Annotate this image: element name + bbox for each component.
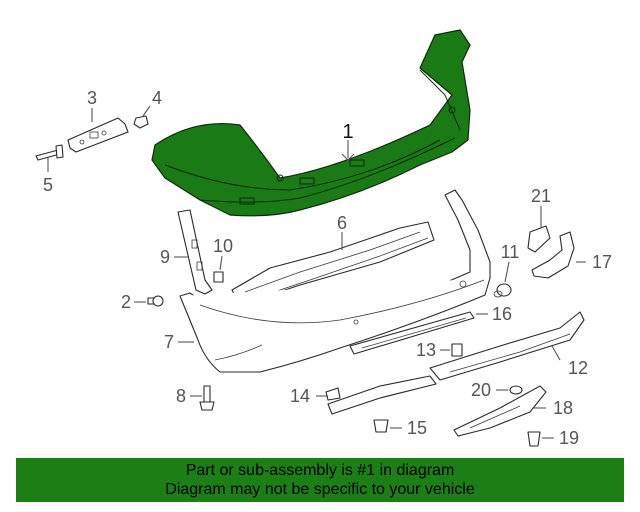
part-9-side-bracket[interactable] — [177, 209, 213, 295]
callout-5[interactable]: 5 — [43, 175, 53, 195]
part-16-trim-strip[interactable] — [349, 311, 475, 355]
callout-16[interactable]: 16 — [492, 304, 512, 324]
callout-7[interactable]: 7 — [164, 332, 174, 352]
part-4-clip[interactable] — [133, 115, 149, 129]
part-20-clip[interactable] — [509, 385, 523, 395]
callout-9[interactable]: 9 — [160, 247, 170, 267]
part-13-clip[interactable] — [451, 343, 463, 357]
callout-4[interactable]: 4 — [152, 88, 162, 108]
leader-lines — [47, 105, 586, 439]
part-1-highlighted[interactable] — [151, 29, 471, 217]
callout-18[interactable]: 18 — [553, 398, 573, 418]
callout-17[interactable]: 17 — [592, 252, 612, 272]
info-banner: Part or sub-assembly is #1 in diagram Di… — [16, 458, 624, 502]
part-18-lower-trim[interactable] — [453, 385, 547, 437]
callout-3[interactable]: 3 — [87, 88, 97, 108]
part-11-sensor[interactable] — [493, 283, 512, 298]
callout-8[interactable]: 8 — [176, 386, 186, 406]
part-14-valance-left[interactable] — [325, 375, 437, 415]
banner-line-2: Diagram may not be specific to your vehi… — [165, 481, 475, 498]
parts-diagram: 1 2 3 4 5 6 7 8 9 10 11 12 13 14 15 16 1… — [35, 29, 612, 448]
part-15-bolt[interactable] — [373, 419, 389, 433]
part-19-bolt[interactable] — [527, 431, 541, 447]
callout-15[interactable]: 15 — [407, 418, 427, 438]
callout-numbers: 1 2 3 4 5 6 7 8 9 10 11 12 13 14 15 16 1… — [43, 88, 612, 448]
callout-2[interactable]: 2 — [121, 292, 131, 312]
callout-20[interactable]: 20 — [471, 380, 491, 400]
callout-10[interactable]: 10 — [213, 236, 233, 256]
part-7-bumper-cover[interactable] — [179, 189, 491, 373]
callout-6[interactable]: 6 — [337, 213, 347, 233]
callout-19[interactable]: 19 — [559, 428, 579, 448]
part-3-bracket[interactable] — [67, 117, 129, 153]
part-2-screw[interactable] — [147, 295, 164, 307]
part-21-bracket[interactable] — [527, 225, 551, 253]
part-8-bolt[interactable] — [199, 385, 215, 411]
part-12-valance[interactable] — [429, 311, 585, 381]
part-10-nut[interactable] — [213, 271, 224, 283]
callout-14[interactable]: 14 — [290, 386, 310, 406]
callout-11[interactable]: 11 — [501, 242, 520, 262]
part-5-pin[interactable] — [35, 144, 64, 161]
callout-1[interactable]: 1 — [342, 121, 353, 143]
callout-12[interactable]: 12 — [568, 358, 588, 378]
banner-line-1: Part or sub-assembly is #1 in diagram — [185, 462, 455, 479]
callout-13[interactable]: 13 — [416, 340, 436, 360]
callout-21[interactable]: 21 — [531, 186, 551, 206]
part-17-side-bracket[interactable] — [531, 231, 575, 279]
